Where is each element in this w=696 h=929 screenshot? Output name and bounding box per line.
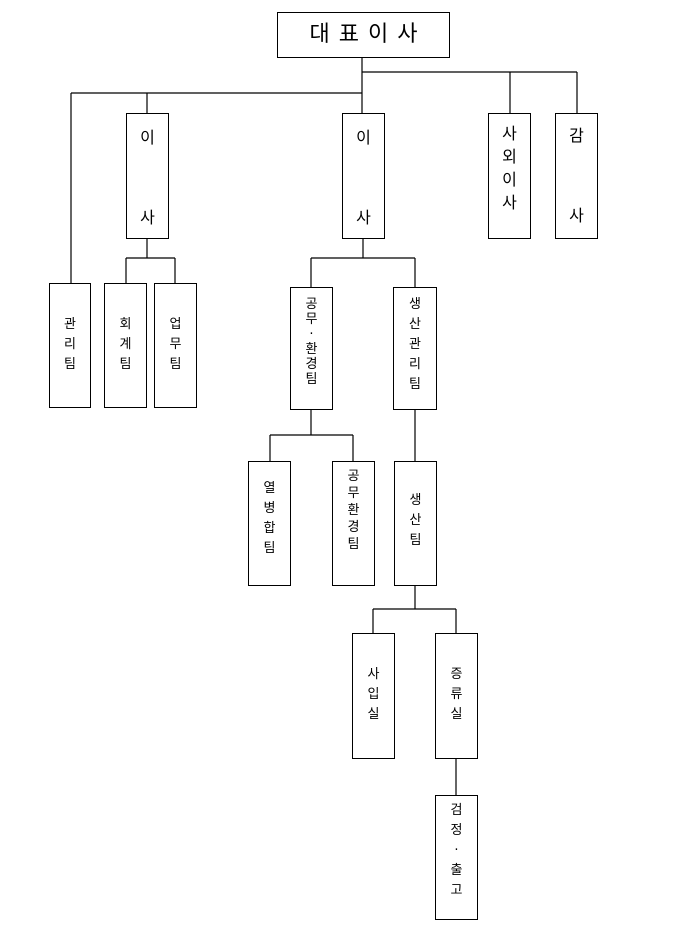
ceo-label: 대표이사 <box>309 22 427 47</box>
node-char: 회 <box>119 317 132 332</box>
node-char: 환 <box>305 342 318 357</box>
node-char: 입 <box>367 687 380 702</box>
node-char: 관 <box>409 337 421 352</box>
node-char: 팀 <box>409 533 422 548</box>
node-char: 외 <box>502 147 517 166</box>
node-char: 계 <box>119 337 132 352</box>
node-char: 실 <box>367 707 380 722</box>
node-char: 무 <box>347 486 360 501</box>
node-char: 환 <box>347 503 360 518</box>
node-char: 경 <box>347 520 360 535</box>
node-char: 고 <box>450 883 463 898</box>
node-char: 실 <box>450 707 463 722</box>
node-char: 업 <box>169 317 182 332</box>
ceo-box: 대표이사 <box>277 12 450 58</box>
node-char: 증 <box>450 667 463 682</box>
node-char: 리 <box>409 357 421 372</box>
node-char: 산 <box>409 317 421 332</box>
node-char: 합 <box>263 521 276 536</box>
node-char: 생 <box>409 297 421 312</box>
node-char: 팀 <box>409 377 421 392</box>
node-char: 관 <box>64 317 76 332</box>
node-char: 팀 <box>119 357 132 372</box>
node-char: 공 <box>305 297 318 312</box>
node-char: 무 <box>305 312 318 327</box>
node-char: 류 <box>450 687 463 702</box>
node-char: · <box>454 843 459 858</box>
node-char: 병 <box>263 501 276 516</box>
node-char: · <box>309 327 314 342</box>
node-char: 감 <box>569 126 584 145</box>
node-char: 무 <box>169 337 182 352</box>
node-char: 사 <box>502 124 517 143</box>
node-char: 팀 <box>263 541 276 556</box>
node-char: 정 <box>450 823 463 838</box>
node-char: 팀 <box>347 537 360 552</box>
node-char: 이 <box>356 128 371 147</box>
node-char: 리 <box>64 337 76 352</box>
node-char: 사 <box>367 667 380 682</box>
node-char: 사 <box>569 206 584 225</box>
node-char: 열 <box>263 481 276 496</box>
node-char: 산 <box>409 513 422 528</box>
node-char: 이 <box>502 170 517 189</box>
node-char: 사 <box>140 208 155 227</box>
node-char: 공 <box>347 469 360 484</box>
node-char: 팀 <box>64 357 76 372</box>
node-char: 이 <box>140 128 155 147</box>
node-char: 팀 <box>305 372 318 387</box>
node-char: 경 <box>305 357 318 372</box>
node-char: 사 <box>502 193 517 212</box>
node-char: 생 <box>409 493 422 508</box>
node-char: 사 <box>356 208 371 227</box>
node-char: 팀 <box>169 357 182 372</box>
node-char: 출 <box>450 863 463 878</box>
node-char: 검 <box>450 803 463 818</box>
